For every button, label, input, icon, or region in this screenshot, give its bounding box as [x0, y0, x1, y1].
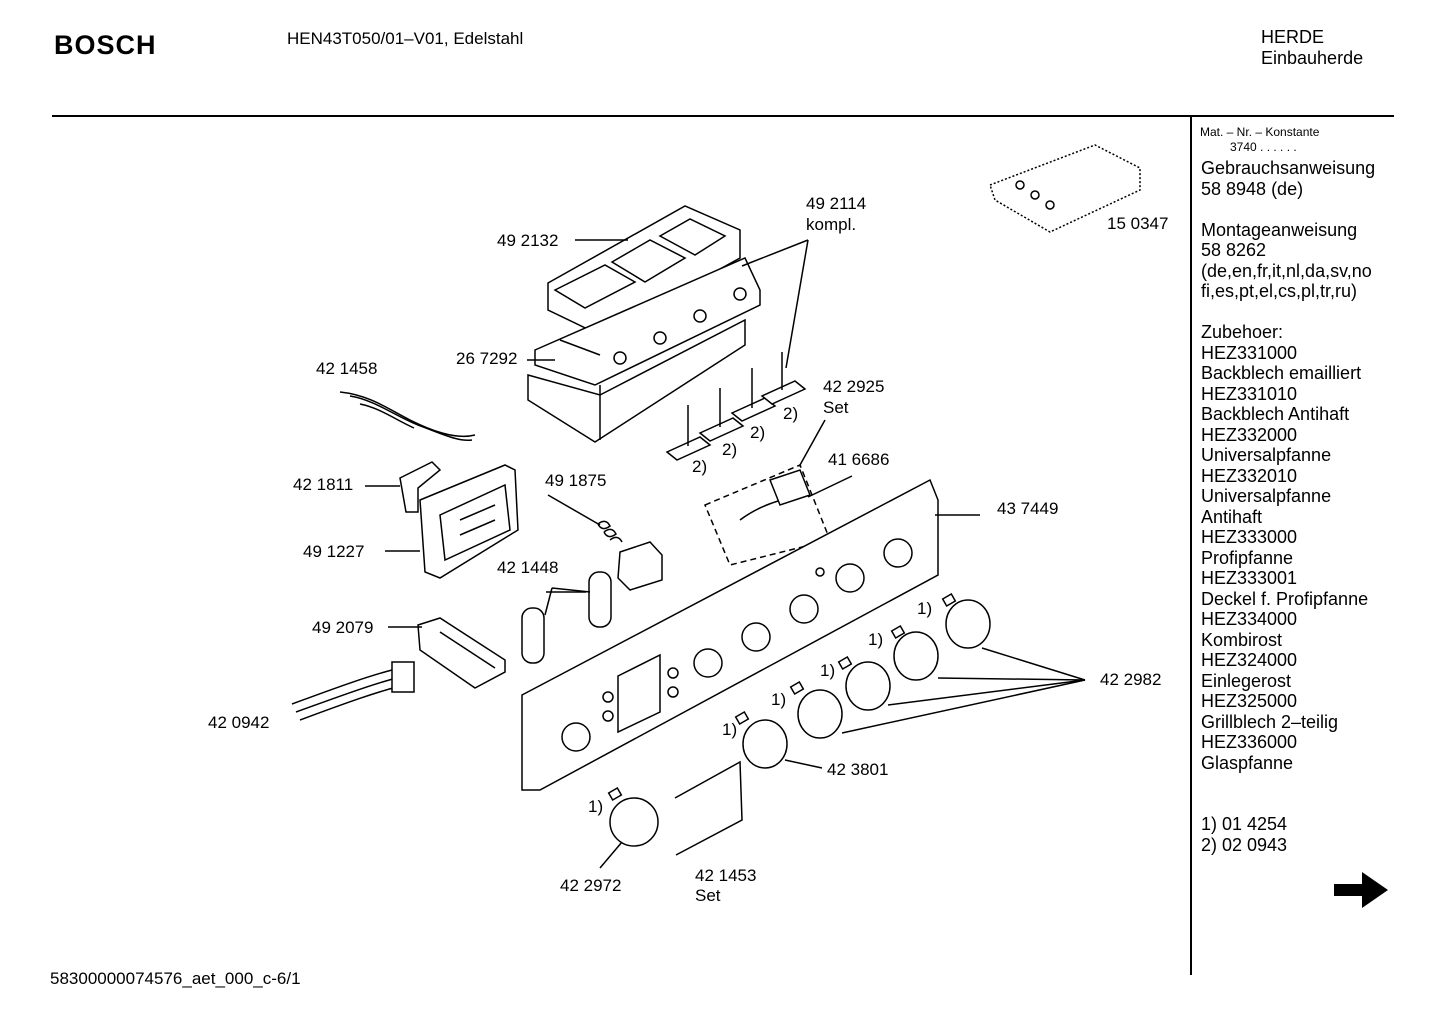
screws-box: [674, 760, 743, 856]
part-label-422925-sub: Set: [823, 398, 849, 417]
lamp-holder-right: [588, 571, 612, 628]
sidebar-line: Universalpfanne: [1201, 445, 1332, 465]
lamp-holder-left: [521, 607, 545, 664]
switch-cover-part: [547, 205, 741, 336]
sidebar-line: Profipfanne: [1201, 547, 1294, 568]
note-marker: 1): [722, 720, 737, 739]
sidebar-line: 1) 01 4254: [1201, 814, 1288, 834]
part-label-422972: 42 2972: [560, 876, 621, 895]
exploded-diagram: 49 2114 kompl. 49 2132 15 0347 26 7292 4…: [208, 144, 1168, 905]
note-marker: 2): [750, 423, 765, 442]
sidebar-line: Kombirost: [1201, 629, 1283, 650]
brand-logo: BOSCH: [54, 30, 157, 60]
document-code: 58300000074576_aet_000_c-6/1: [50, 969, 301, 988]
sidebar-gap: [1201, 199, 1375, 220]
note-marker: 2): [783, 404, 798, 423]
sidebar-line: HEZ332000: [1201, 424, 1298, 445]
sidebar-line: HEZ334000: [1201, 609, 1298, 629]
sidebar-line: Universalpfanne: [1201, 486, 1332, 506]
part-label-422982: 42 2982: [1100, 670, 1161, 689]
bracket-clip: [399, 461, 442, 513]
part-label-491227: 49 1227: [303, 542, 364, 561]
cable-harness: [339, 391, 476, 438]
part-label-492114: 49 2114: [806, 194, 866, 213]
note-marker: 1): [868, 630, 883, 649]
part-label-491875: 49 1875: [545, 471, 606, 490]
sidebar-line: Einlegerost: [1201, 670, 1292, 691]
part-label-422925: 42 2925: [823, 377, 884, 396]
part-label-150347: 15 0347: [1107, 214, 1168, 233]
sidebar-line: Deckel f. Profipfanne: [1201, 588, 1369, 609]
subcategory-line: Einbauherde: [1261, 48, 1364, 68]
model-title: HEN43T050/01–V01, Edelstahl: [287, 29, 524, 48]
sidebar-line: Zubehoer:: [1201, 322, 1284, 342]
part-label-421448: 42 1448: [497, 558, 558, 577]
terminal-block: [417, 617, 506, 689]
header-divider: [52, 115, 1394, 117]
part-label-492132: 49 2132: [497, 231, 558, 250]
sidebar-line: 2) 02 0943: [1201, 834, 1288, 855]
sidebar-line: Antihaft: [1201, 506, 1263, 527]
material-value: 3740 . . . . . .: [1230, 140, 1297, 154]
part-label-421458: 42 1458: [316, 359, 377, 378]
thermostat-part: [547, 494, 663, 591]
sidebar-line: Backblech Antihaft: [1201, 404, 1350, 424]
sidebar-line: fi,es,pt,el,cs,pl,tr,ru): [1201, 281, 1358, 301]
part-label-421453: 42 1453: [695, 866, 756, 885]
category-block: HERDE Einbauherde: [1261, 27, 1363, 69]
sidebar-line: 58 8262: [1201, 240, 1267, 260]
sidebar-gap: [1201, 794, 1375, 815]
part-label-416686: 41 6686: [828, 450, 889, 469]
part-label-492079: 49 2079: [312, 618, 373, 637]
part-label-492114-sub: kompl.: [806, 215, 856, 234]
sidebar-line: HEZ324000: [1201, 650, 1298, 670]
sidebar-line: Montageanweisung: [1201, 219, 1358, 240]
material-label: Mat. – Nr. – Konstante: [1200, 125, 1320, 139]
part-label-437449: 43 7449: [997, 499, 1058, 518]
sidebar-line: HEZ331010: [1201, 383, 1298, 404]
sidebar-line: 58 8948 (de): [1201, 178, 1304, 199]
part-label-421811: 42 1811: [293, 475, 353, 494]
sidebar-line: HEZ333000: [1201, 527, 1298, 547]
sidebar-line: HEZ331000: [1201, 342, 1298, 363]
category-line: HERDE: [1261, 27, 1325, 47]
clock-module: [419, 464, 519, 579]
arrow-right-icon[interactable]: [1332, 868, 1390, 912]
sidebar-line: HEZ325000: [1201, 691, 1298, 711]
material-constant: Mat. – Nr. – Konstante 3740 . . . . . .: [1200, 125, 1319, 155]
knobs-group: [607, 593, 991, 847]
sidebar-line: Backblech emailliert: [1201, 363, 1362, 383]
selector-switches: [665, 352, 807, 461]
sidebar-gap: [1201, 773, 1375, 794]
sidebar-line: (de,en,fr,it,nl,da,sv,no: [1201, 260, 1372, 281]
control-panel: [521, 478, 939, 791]
wiring-set: [291, 667, 401, 705]
part-label-420942: 42 0942: [208, 713, 269, 732]
note-marker: 2): [692, 457, 707, 476]
sidebar-line: HEZ332010: [1201, 465, 1298, 486]
part-label-423801: 42 3801: [827, 760, 888, 779]
switch-block-part: [527, 257, 761, 443]
sidebar-line: Grillblech 2–teilig: [1201, 711, 1339, 732]
screw-bag: [989, 144, 1141, 233]
sidebar-line: HEZ336000: [1201, 732, 1298, 752]
note-marker: 1): [771, 690, 786, 709]
note-marker: 1): [917, 599, 932, 618]
sidebar-line: HEZ333001: [1201, 568, 1298, 588]
sidebar-line: Gebrauchsanweisung: [1201, 158, 1376, 178]
sidebar-divider: [1190, 117, 1192, 975]
part-label-267292: 26 7292: [456, 349, 517, 368]
sidebar-gap: [1201, 302, 1375, 323]
note-marker: 1): [588, 797, 603, 816]
note-marker: 2): [722, 440, 737, 459]
sidebar-line: Glaspfanne: [1201, 752, 1294, 773]
note-marker: 1): [820, 661, 835, 680]
part-label-421453-sub: Set: [695, 886, 721, 905]
